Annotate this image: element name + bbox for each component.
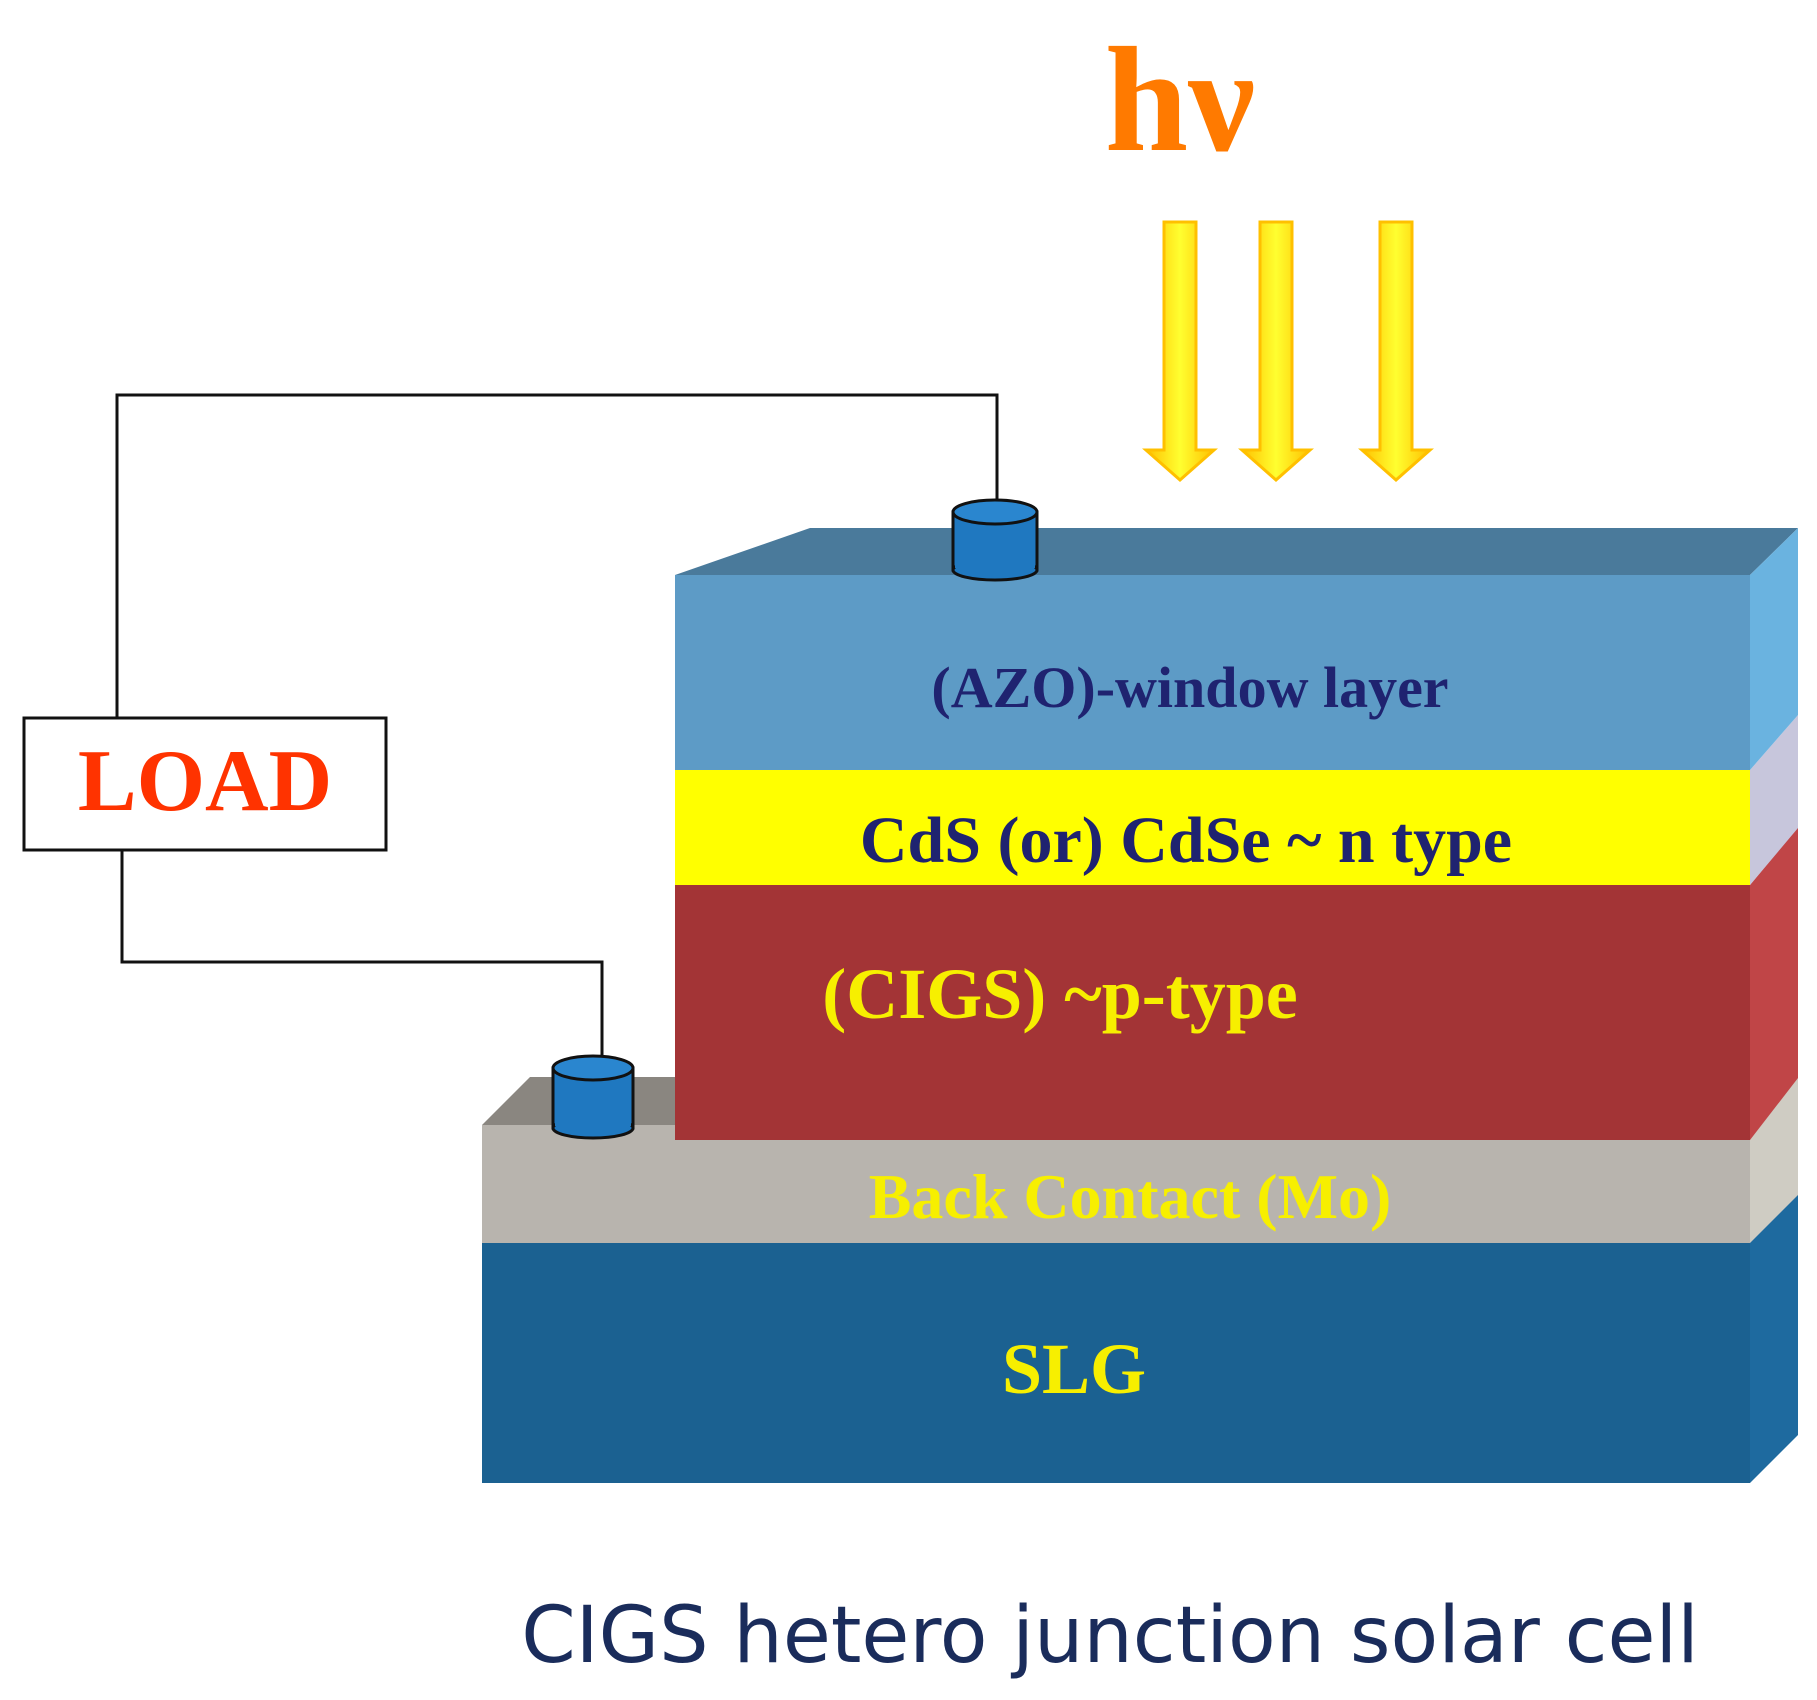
cds-front	[675, 770, 1750, 885]
load-label: LOAD	[78, 733, 332, 830]
azo-top	[675, 528, 1798, 575]
top-contact	[951, 498, 1039, 582]
slg-front	[482, 1243, 1750, 1483]
cigs-layer: (CIGS) ~p-type	[675, 827, 1798, 1140]
top-contact-cap	[951, 498, 1039, 526]
slg-label: SLG	[1002, 1329, 1146, 1409]
azo-side	[1750, 528, 1798, 770]
azo-layer: (AZO)-window layer	[675, 528, 1798, 770]
mo-front	[482, 1125, 1750, 1243]
cds-label: CdS (or) CdSe ~ n type	[860, 804, 1512, 877]
bottom-wire	[120, 850, 604, 1060]
cigs-front	[675, 885, 1750, 1140]
cigs-side	[1750, 827, 1798, 1140]
light-arrows	[1142, 220, 1434, 483]
cds-side	[1750, 715, 1798, 885]
cds-layer: CdS (or) CdSe ~ n type	[675, 715, 1798, 885]
light-arrow	[1358, 220, 1434, 483]
azo-label: (AZO)-window layer	[931, 655, 1448, 720]
load-box	[22, 716, 388, 852]
light-arrow	[1238, 220, 1314, 483]
light-arrow	[1142, 220, 1218, 483]
bottom-contact	[551, 1054, 635, 1140]
top-wire	[115, 393, 999, 718]
circuit-wires	[115, 393, 999, 1060]
caption: CIGS hetero junction solar cell	[521, 1591, 1699, 1681]
bottom-contact-cap	[551, 1054, 635, 1082]
light-label: hν	[1105, 17, 1255, 183]
azo-front	[675, 575, 1750, 770]
mo-label: Back Contact (Mo)	[869, 1161, 1392, 1232]
cigs-label: (CIGS) ~p-type	[822, 954, 1297, 1034]
slg-layer: SLG	[482, 1140, 1798, 1483]
